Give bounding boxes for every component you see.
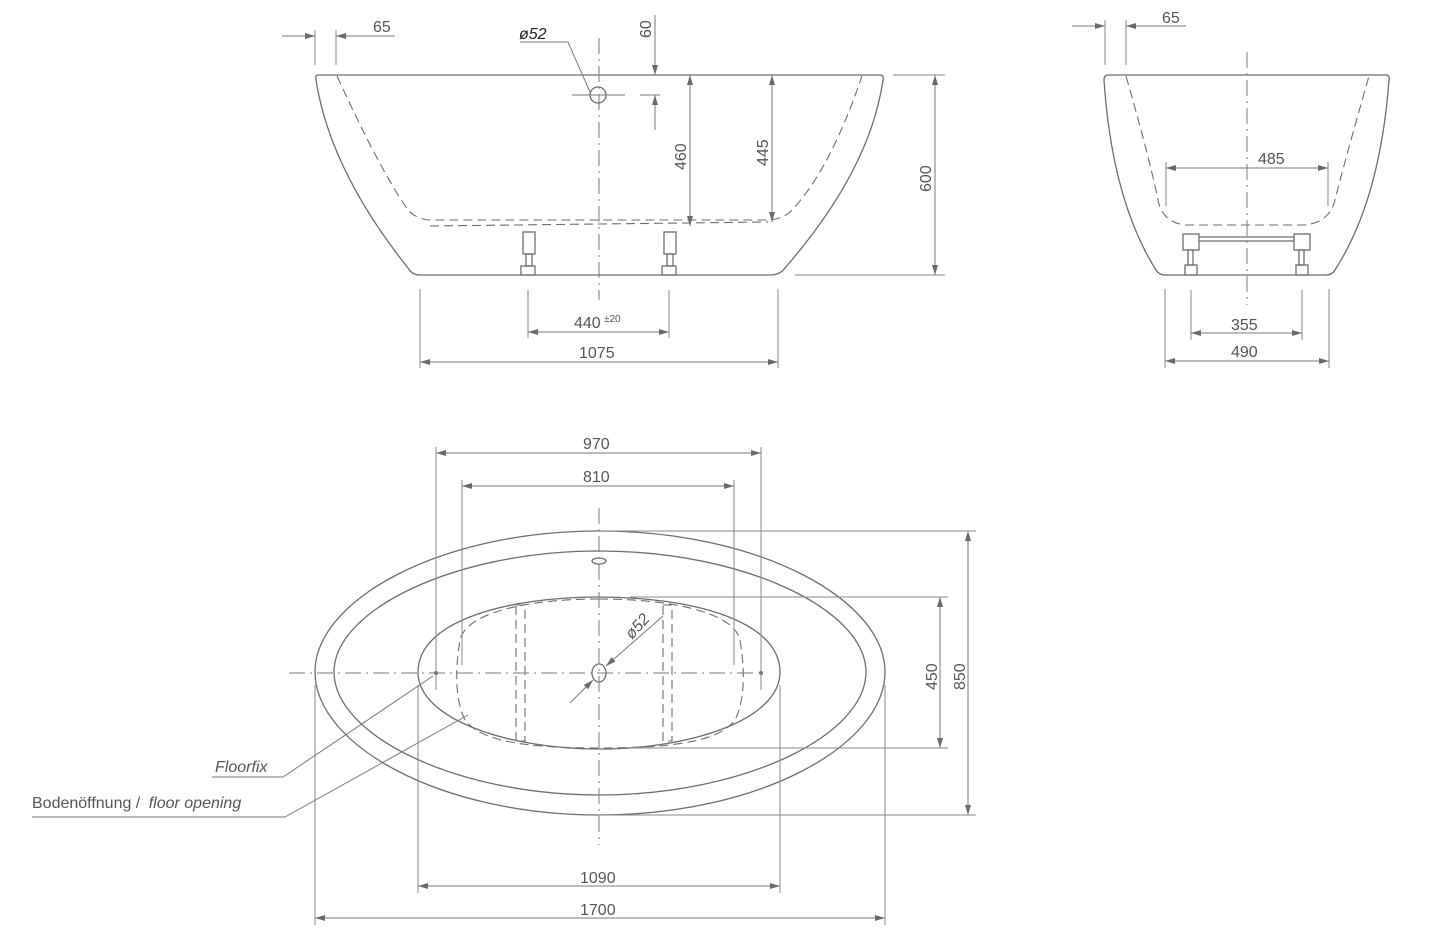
end-rim-offset-label: 65 bbox=[1162, 10, 1180, 27]
overflow-diameter-label: ø52 bbox=[519, 26, 547, 43]
feet-spacing-label: 440 bbox=[574, 315, 601, 332]
floor-opening-note: Bodenöffnung / floor opening bbox=[32, 795, 241, 812]
drain-diameter-label: ø52 bbox=[622, 611, 653, 643]
side-view: ø52 65 60 460 445 600 440 ±20 1075 bbox=[282, 15, 945, 368]
floor-opening-en: floor opening bbox=[149, 795, 242, 812]
end-view: 65 485 355 490 bbox=[1072, 10, 1390, 368]
depth-445-label: 445 bbox=[755, 139, 772, 166]
rim-offset-label: 65 bbox=[373, 19, 391, 36]
dim-810-label: 810 bbox=[583, 469, 610, 486]
overflow-offset-label: 60 bbox=[638, 20, 655, 38]
dim-1090-label: 1090 bbox=[580, 870, 616, 887]
height-label: 600 bbox=[918, 165, 935, 192]
end-inner-width-label: 485 bbox=[1258, 151, 1285, 168]
top-view: ø52 970 810 850 450 1090 1700 Flo bbox=[32, 436, 976, 925]
floor-opening-de: Bodenöffnung / bbox=[32, 795, 141, 812]
inner-width-label: 450 bbox=[924, 663, 941, 690]
support-foot-right bbox=[661, 231, 677, 276]
feet-tolerance-label: ±20 bbox=[604, 314, 621, 325]
depth-460-label: 460 bbox=[673, 143, 690, 170]
overall-length-label: 1700 bbox=[580, 902, 616, 919]
end-base-width-label: 490 bbox=[1231, 344, 1258, 361]
floorfix-note: Floorfix bbox=[215, 759, 268, 776]
support-foot-left bbox=[520, 231, 536, 276]
end-feet-spacing-label: 355 bbox=[1231, 317, 1258, 334]
overall-width-label: 850 bbox=[952, 663, 969, 690]
dim-970-label: 970 bbox=[583, 436, 610, 453]
base-length-label: 1075 bbox=[579, 345, 615, 362]
